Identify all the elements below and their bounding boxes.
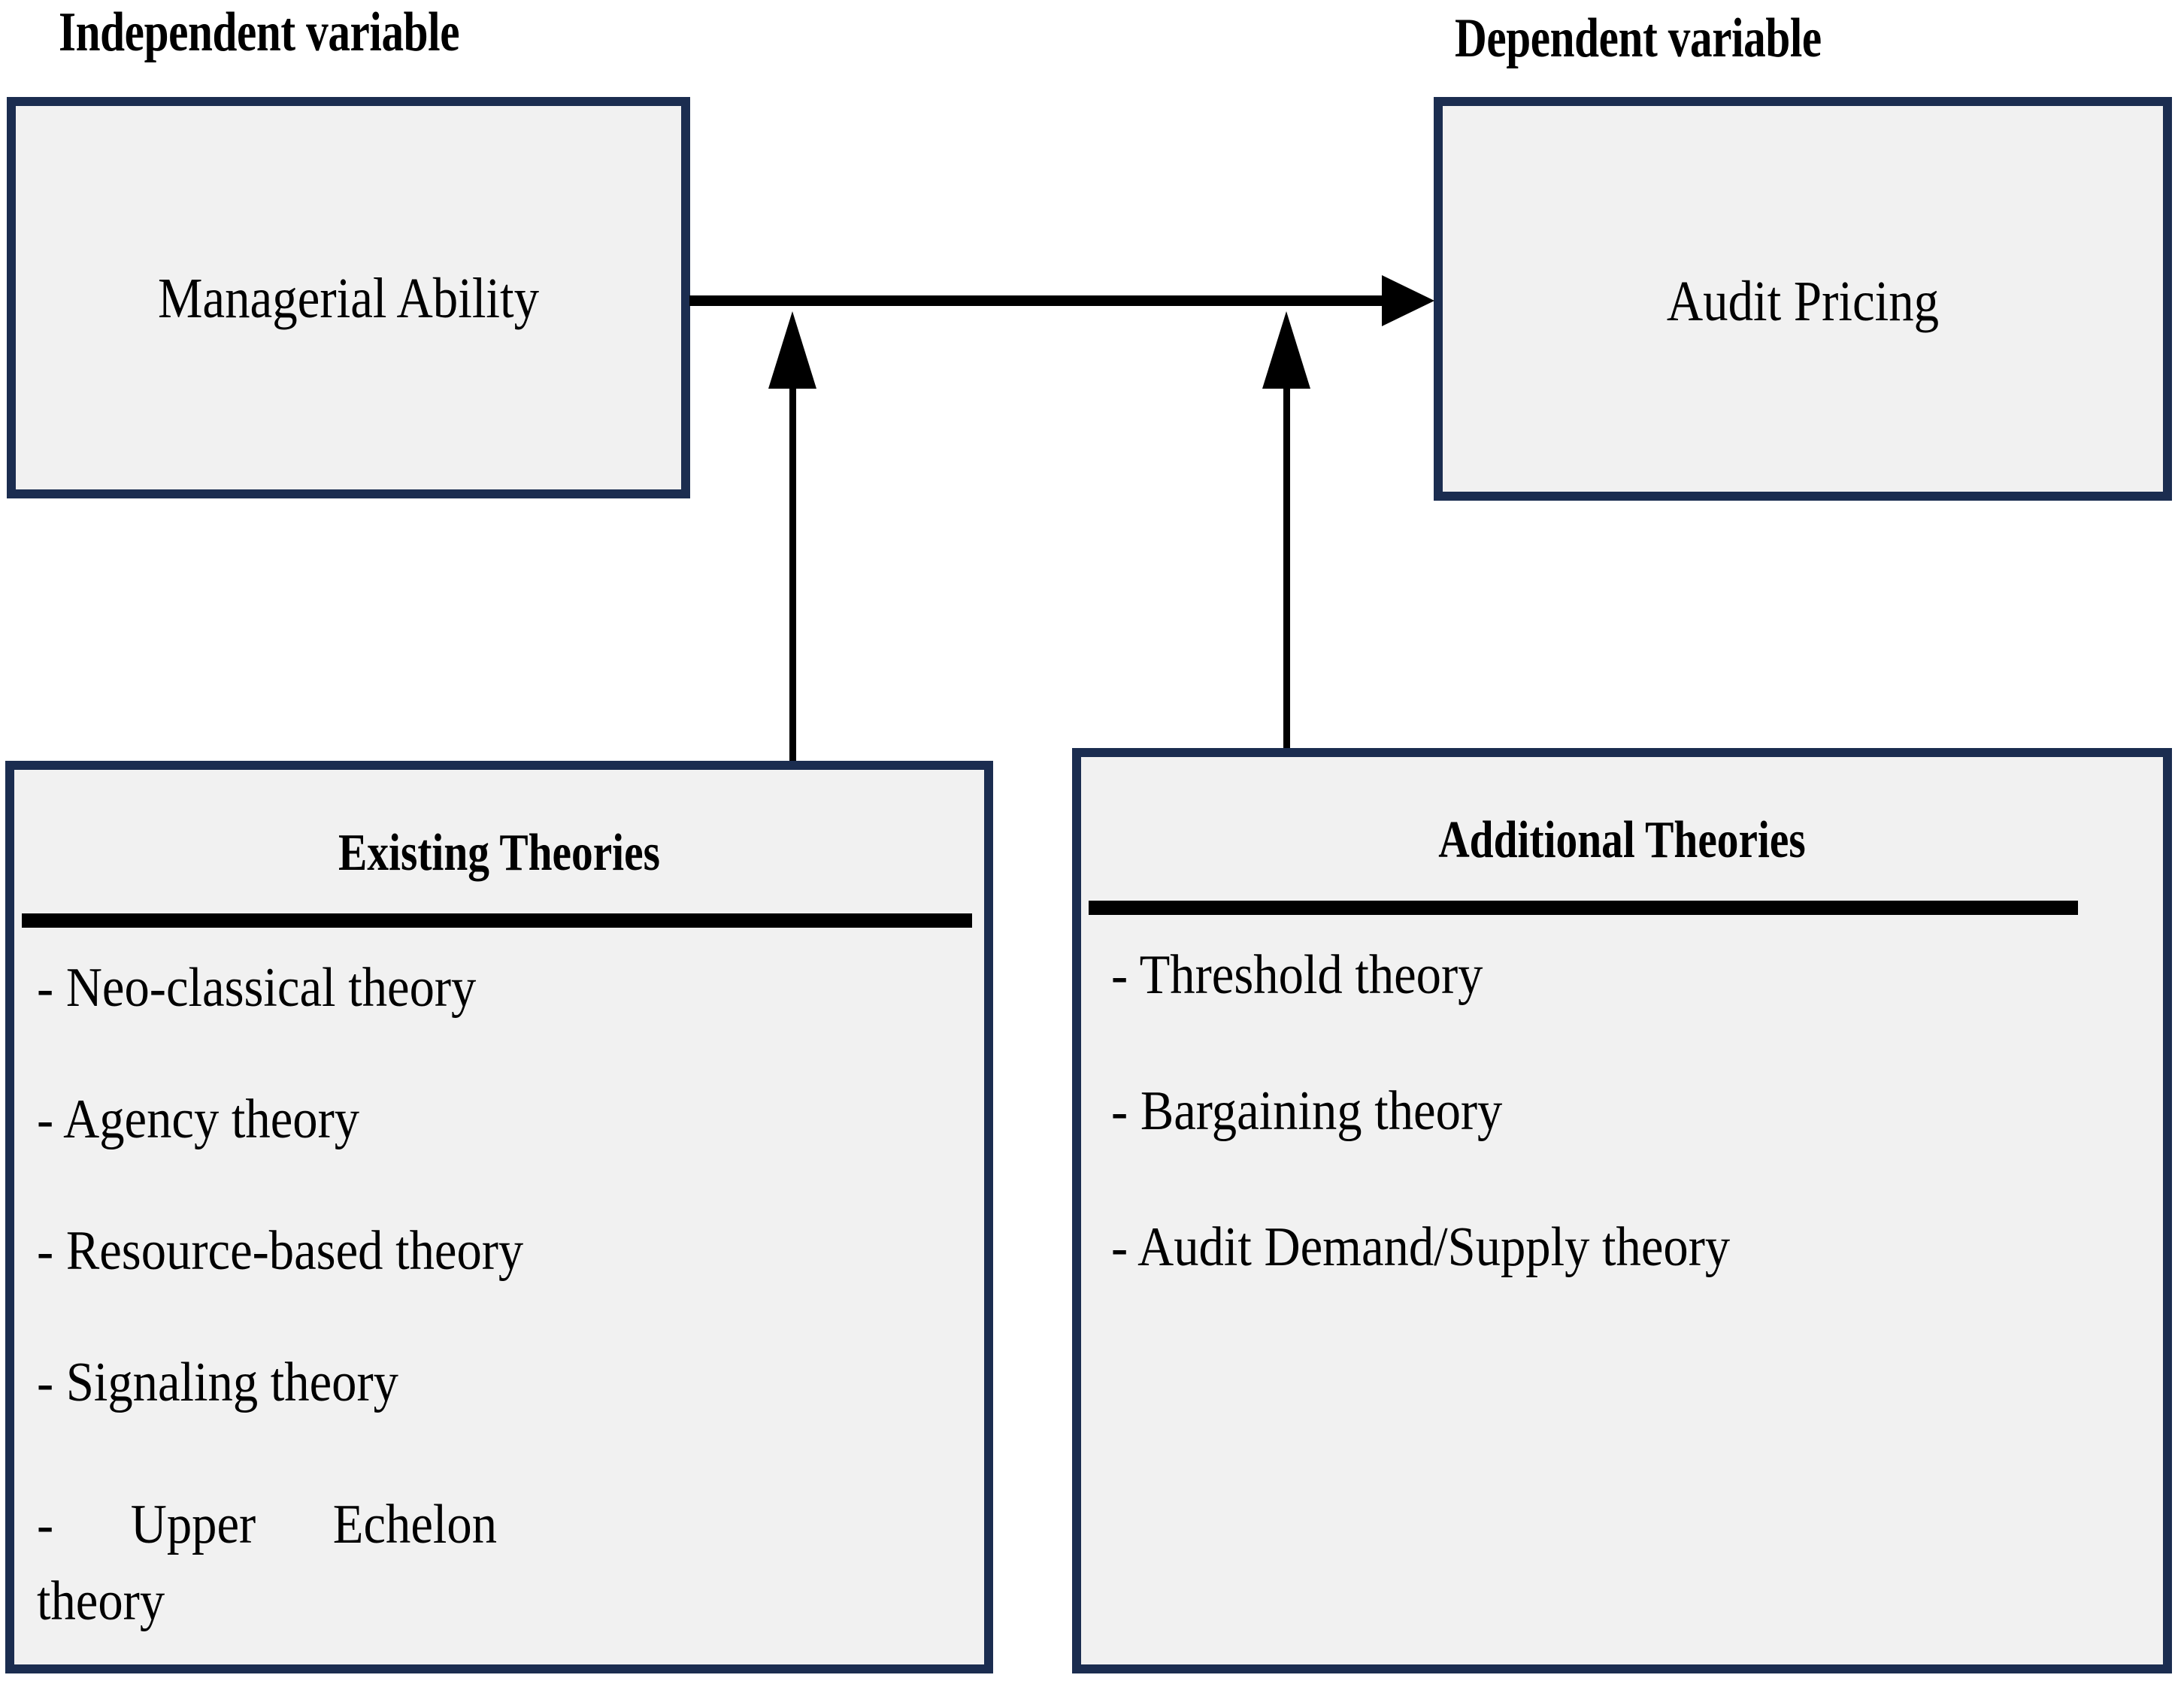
dependent-variable-label: Dependent variable: [1455, 8, 1822, 69]
main-arrow-head-icon: [1382, 275, 1434, 326]
list-item: - Neo-classical theory: [37, 957, 477, 1019]
list-item: - Agency theory: [37, 1089, 360, 1150]
managerial-ability-box[interactable]: Managerial Ability: [7, 97, 690, 498]
existing-theories-list: - Neo-classical theory - Agency theory -…: [14, 960, 984, 1640]
list-item-line-1: - Upper Echelon: [37, 1494, 497, 1555]
existing-theories-divider: [22, 913, 972, 928]
managerial-ability-label: Managerial Ability: [157, 267, 540, 330]
list-item-line-2: theory: [37, 1570, 165, 1633]
list-item: - Bargaining theory: [1111, 1080, 1503, 1142]
audit-pricing-label: Audit Pricing: [1666, 270, 1940, 333]
existing-theories-box[interactable]: Existing Theories - Neo-classical theory…: [5, 761, 993, 1673]
main-arrow-shaft: [689, 295, 1387, 306]
list-item: - Upper Echelon theory: [37, 1486, 497, 1640]
list-item: - Threshold theory: [1111, 944, 1483, 1006]
independent-variable-label: Independent variable: [59, 2, 460, 63]
additional-theories-title: Additional Theories: [1438, 811, 1806, 869]
list-item: - Audit Demand/Supply theory: [1111, 1216, 1731, 1278]
additional-theories-box[interactable]: Additional Theories - Threshold theory -…: [1072, 748, 2172, 1673]
additional-theories-divider: [1089, 901, 2078, 915]
audit-pricing-box[interactable]: Audit Pricing: [1434, 97, 2172, 501]
additional-theories-list: - Threshold theory - Bargaining theory -…: [1081, 947, 2163, 1355]
list-item: - Resource-based theory: [37, 1220, 524, 1282]
list-item: - Signaling theory: [37, 1352, 398, 1413]
additional-theories-arrow-head-icon: [1262, 311, 1310, 389]
existing-theories-arrow-shaft: [789, 383, 796, 763]
existing-theories-title: Existing Theories: [338, 824, 660, 882]
additional-theories-arrow-shaft: [1283, 383, 1290, 750]
existing-theories-arrow-head-icon: [768, 311, 816, 389]
